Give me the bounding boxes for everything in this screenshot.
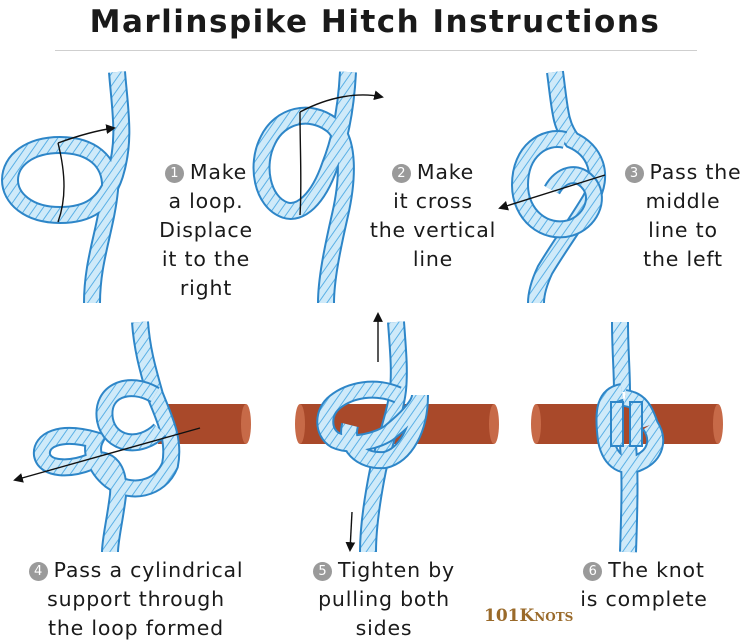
- step-number-badge: 2: [391, 164, 411, 183]
- arrow-step-5-down: [345, 511, 356, 552]
- rope-step-3: [510, 70, 607, 304]
- rope-step-1: [0, 71, 131, 304]
- rope-step-5: [316, 321, 429, 553]
- rope-step-4: [32, 321, 181, 553]
- title-divider: [55, 50, 697, 51]
- rod-step-6: [536, 404, 718, 444]
- step-number-badge: 3: [624, 164, 644, 183]
- step-4-illustration: [13, 321, 251, 553]
- step-number-badge: 5: [313, 562, 333, 581]
- step-number-badge: 6: [583, 562, 603, 581]
- rope-step-2: [252, 71, 357, 304]
- step-number-badge: 1: [164, 164, 184, 183]
- step-2-illustration: [252, 71, 382, 304]
- arrow-step-2: [299, 95, 382, 216]
- step-number-badge: 4: [28, 562, 48, 581]
- step-1-illustration: [0, 71, 131, 304]
- step-6-illustration: [531, 321, 723, 553]
- page-title: Marlinspike Hitch Instructions: [89, 4, 661, 40]
- brand-logo: 101KNOTS: [484, 606, 574, 626]
- arrow-step-4: [13, 427, 201, 483]
- rope-step-6: [611, 321, 631, 393]
- step-3-illustration: [498, 70, 607, 304]
- step-5-illustration: [295, 312, 499, 553]
- arrow-step-1: [57, 128, 114, 223]
- arrow-step-3: [498, 174, 606, 211]
